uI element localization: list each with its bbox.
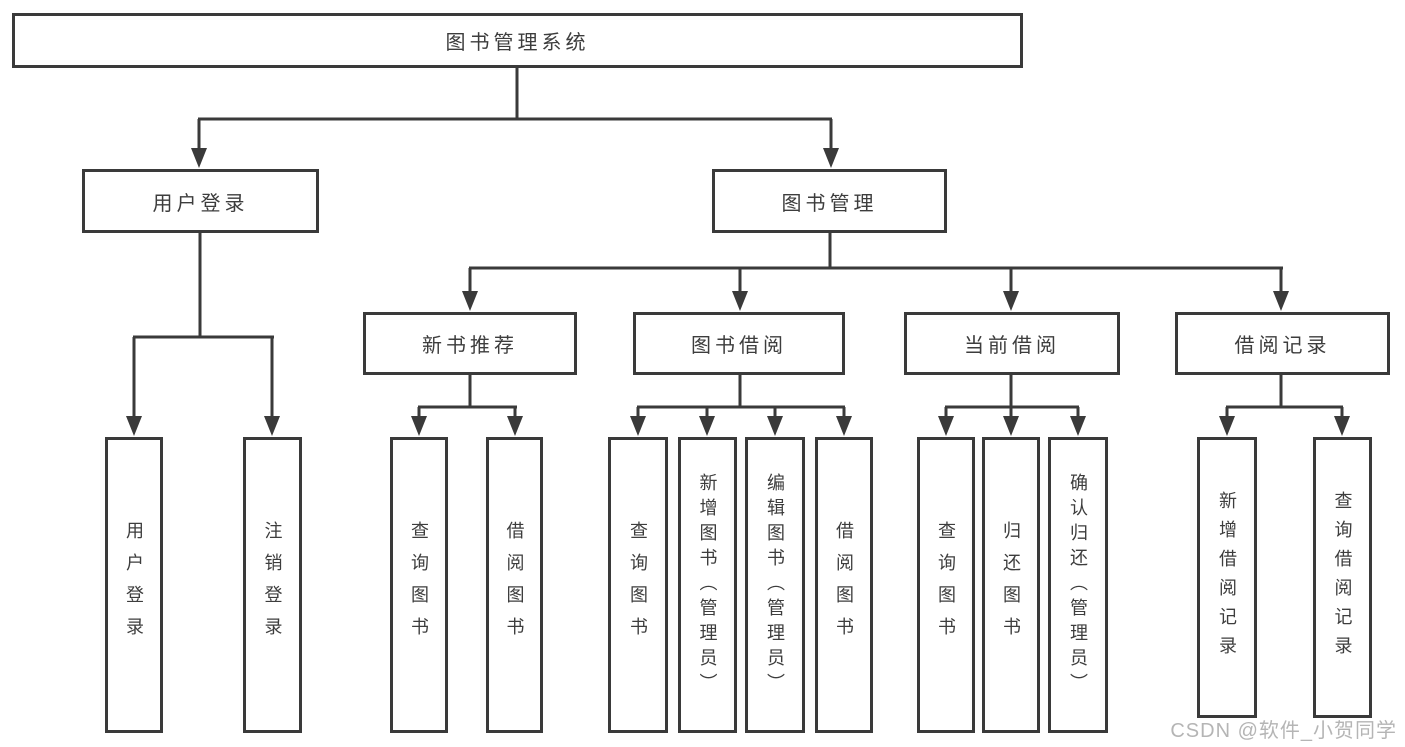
node-label: 用户登录 <box>152 192 249 215</box>
leaf-borrow-books: 借阅图书 <box>815 437 873 733</box>
leaf-query-books-borrow: 查询图书 <box>608 437 668 733</box>
leaf-query-books-current: 查询图书 <box>917 437 975 733</box>
node-label: 图书管理 <box>781 192 878 215</box>
node-current-borrowing: 当前借阅 <box>904 312 1120 375</box>
leaf-label: 确认归还（管理员） <box>1068 472 1088 698</box>
node-borrowing-records: 借阅记录 <box>1175 312 1390 375</box>
leaf-add-books-admin: 新增图书（管理员） <box>678 437 737 733</box>
leaf-query-borrow-record: 查询借阅记录 <box>1313 437 1372 718</box>
leaf-label: 编辑图书（管理员） <box>765 472 785 698</box>
node-book-management: 图书管理 <box>712 169 947 233</box>
node-library-management-system: 图书管理系统 <box>12 13 1023 68</box>
leaf-label: 查询图书 <box>409 521 429 649</box>
node-label: 借阅记录 <box>1234 335 1331 357</box>
leaf-label: 借阅图书 <box>504 521 525 649</box>
leaf-label: 查询图书 <box>936 521 956 649</box>
leaf-label: 新增借阅记录 <box>1217 490 1237 665</box>
leaf-label: 用户登录 <box>124 521 144 649</box>
leaf-return-books: 归还图书 <box>982 437 1040 733</box>
leaf-label: 查询借阅记录 <box>1332 490 1353 665</box>
leaf-label: 注销登录 <box>262 521 283 649</box>
node-label: 新书推荐 <box>422 335 518 357</box>
leaf-label: 归还图书 <box>1001 521 1021 649</box>
node-new-book-recommendation: 新书推荐 <box>363 312 577 375</box>
node-label: 图书管理系统 <box>445 32 590 54</box>
leaf-edit-books-admin: 编辑图书（管理员） <box>745 437 805 733</box>
leaf-label: 借阅图书 <box>834 521 854 649</box>
leaf-label: 查询图书 <box>628 521 648 649</box>
leaf-borrow-books-recommend: 借阅图书 <box>486 437 543 733</box>
leaf-label: 新增图书（管理员） <box>697 472 718 698</box>
leaf-query-books-recommend: 查询图书 <box>390 437 448 733</box>
leaf-logout-login: 注销登录 <box>243 437 302 733</box>
leaf-confirm-return-admin: 确认归还（管理员） <box>1048 437 1108 733</box>
leaf-user-login: 用户登录 <box>105 437 163 733</box>
node-label: 当前借阅 <box>964 335 1060 357</box>
leaf-add-borrow-record: 新增借阅记录 <box>1197 437 1257 718</box>
node-user-login: 用户登录 <box>82 169 319 233</box>
arrowhead-icons <box>126 148 1350 436</box>
node-book-borrowing: 图书借阅 <box>633 312 845 375</box>
node-label: 图书借阅 <box>691 335 787 357</box>
watermark: CSDN @软件_小贺同学 <box>1170 720 1397 742</box>
